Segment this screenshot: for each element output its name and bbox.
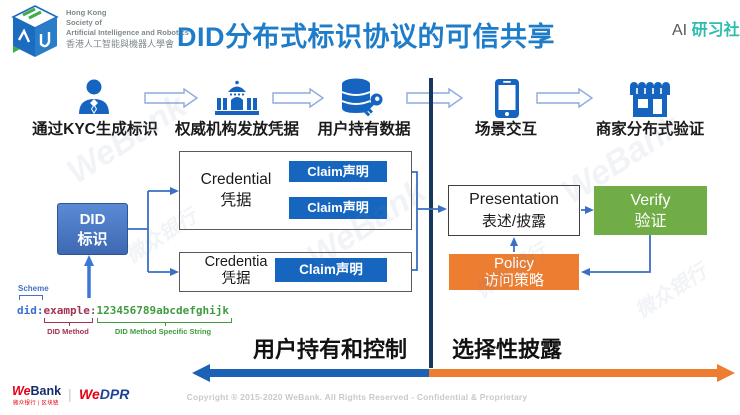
claim-chip-3: Claim声明 <box>275 258 387 282</box>
did-specific-label: DID Method Specific String <box>114 327 212 336</box>
claim-chip-2: Claim声明 <box>289 197 387 219</box>
flow-arrow-3 <box>406 87 464 109</box>
credential1-title: Credential <box>200 171 272 188</box>
watermark: 微众银行 <box>631 260 711 323</box>
credential2-title: Credentia <box>204 254 268 270</box>
did-box-line2: 标识 <box>77 231 108 248</box>
smartphone-icon <box>495 79 519 118</box>
bank-icon <box>215 80 259 115</box>
page-title: DID分布式标识协议的可信共享 <box>177 22 555 52</box>
person-icon <box>79 79 109 114</box>
presentation-line1: Presentation <box>469 191 559 208</box>
scheme-bracket <box>19 295 43 300</box>
credential2-label: Credentia 凭据 <box>184 254 288 288</box>
verify-line2: 验证 <box>634 213 667 230</box>
flow-step-label-issuer: 权威机构发放凭据 <box>174 121 300 138</box>
bottom-arrow-right <box>429 364 735 382</box>
brand-name: 研习社 <box>691 22 740 39</box>
wedpr-logo: WeDPR <box>79 386 129 402</box>
logo-line-2: Society of <box>66 18 102 27</box>
database-key-icon <box>341 78 383 117</box>
user-control-label: 用户持有和控制 <box>252 337 408 362</box>
hksair-logo <box>11 5 59 57</box>
logo-line-1: Hong Kong <box>66 8 107 17</box>
presentation-box: Presentation 表述/披露 <box>448 185 580 236</box>
credential1-subtitle: 凭据 <box>220 192 252 209</box>
webank-bank: Bank <box>30 384 62 398</box>
flow-arrow-4 <box>536 87 594 109</box>
credential1-label: Credential 凭据 <box>184 169 288 211</box>
did-method: example <box>43 304 90 317</box>
webank-tagline: 微众银行 | 区块链 <box>13 400 59 407</box>
flow-step-label-merchant: 商家分布式验证 <box>595 121 705 138</box>
flow-step-label-holder: 用户持有数据 <box>317 121 411 138</box>
flow-arrow-1 <box>144 87 199 109</box>
logo-line-4: 香港人工智能與機器人學會 <box>66 39 175 49</box>
did-separator: : <box>89 304 97 317</box>
presentation-line2: 表述/披露 <box>481 213 547 230</box>
footer-logo-separator: | <box>68 386 72 402</box>
did-box-line1: DID <box>79 211 106 228</box>
hksair-logo-text: Hong Kong Society of Artificial Intellig… <box>66 8 189 49</box>
verify-to-policy <box>581 235 651 276</box>
wedpr-dpr: DPR <box>99 386 130 402</box>
webank-we: We <box>12 384 31 398</box>
divider-line <box>429 78 433 368</box>
verify-line1: Verify <box>630 192 671 209</box>
policy-line1: Policy <box>493 255 534 272</box>
copyright-text: Copyright ® 2015-2020 WeBank. All Rights… <box>186 392 528 402</box>
brand-prefix: AI <box>672 22 688 39</box>
flow-arrow-2 <box>272 87 325 109</box>
webank-logo: WeBank <box>12 384 62 398</box>
method-bracket <box>44 318 93 326</box>
specific-bracket <box>97 318 232 326</box>
did-scheme: did: <box>17 304 44 317</box>
flow-step-label-scene: 场景交互 <box>474 121 538 138</box>
did-method-specific: 123456789abcdefghijk <box>96 304 229 317</box>
flow-step-label-kyc: 通过KYC生成标识 <box>32 121 158 138</box>
claim-chip-1: Claim声明 <box>289 161 387 182</box>
policy-box: Policy 访问策略 <box>449 254 579 290</box>
verify-box: Verify 验证 <box>594 186 707 235</box>
ai-yanxishe-logo: AI 研习社 <box>672 16 740 40</box>
credential2-subtitle: 凭据 <box>221 271 251 287</box>
logo-line-3: Artificial Intelligence and Robotics <box>66 28 189 37</box>
policy-line2: 访问策略 <box>483 272 544 289</box>
did-example-string: did:example:123456789abcdefghijk <box>17 304 229 317</box>
wedpr-we: We <box>79 386 100 402</box>
store-icon <box>630 82 670 117</box>
scheme-label: Scheme <box>18 284 49 293</box>
selective-disclosure-label: 选择性披露 <box>451 337 563 362</box>
did-box: DID 标识 <box>57 203 128 255</box>
did-method-label: DID Method <box>47 327 89 336</box>
bottom-arrow-left <box>192 364 429 382</box>
